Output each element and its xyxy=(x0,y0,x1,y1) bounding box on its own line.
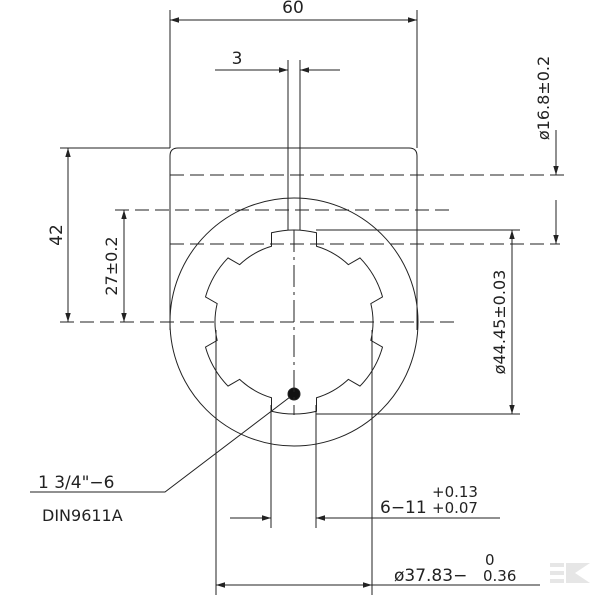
minor-tol-lower: 0.36 xyxy=(483,567,516,585)
spline-bore xyxy=(204,229,384,415)
hidden-lines xyxy=(60,174,570,323)
spline-width-text: 6−11 xyxy=(380,498,427,518)
dim-bore-major-text: ø44.45±0.03 xyxy=(490,270,509,375)
callout-line2: DIN9611A xyxy=(42,506,123,525)
minor-dia-text: ø37.83− xyxy=(394,566,467,586)
minor-tol-upper: 0 xyxy=(485,551,495,569)
dim-height-text: 42 xyxy=(47,224,67,246)
spline-tol-lower: +0.07 xyxy=(432,499,478,517)
brand-watermark-logo xyxy=(550,563,590,583)
callout-line1: 1 3/4"−6 xyxy=(38,473,114,493)
spline-tol-upper: +0.13 xyxy=(432,483,478,501)
callout-leader xyxy=(30,396,291,493)
dim-width-text: 60 xyxy=(282,0,304,18)
dim-bore-small-text: ø16.8±0.2 xyxy=(534,56,553,140)
body-outline xyxy=(169,147,418,330)
dim-center-height-text: 27±0.2 xyxy=(102,236,121,295)
dim-slot-text: 3 xyxy=(232,49,243,69)
